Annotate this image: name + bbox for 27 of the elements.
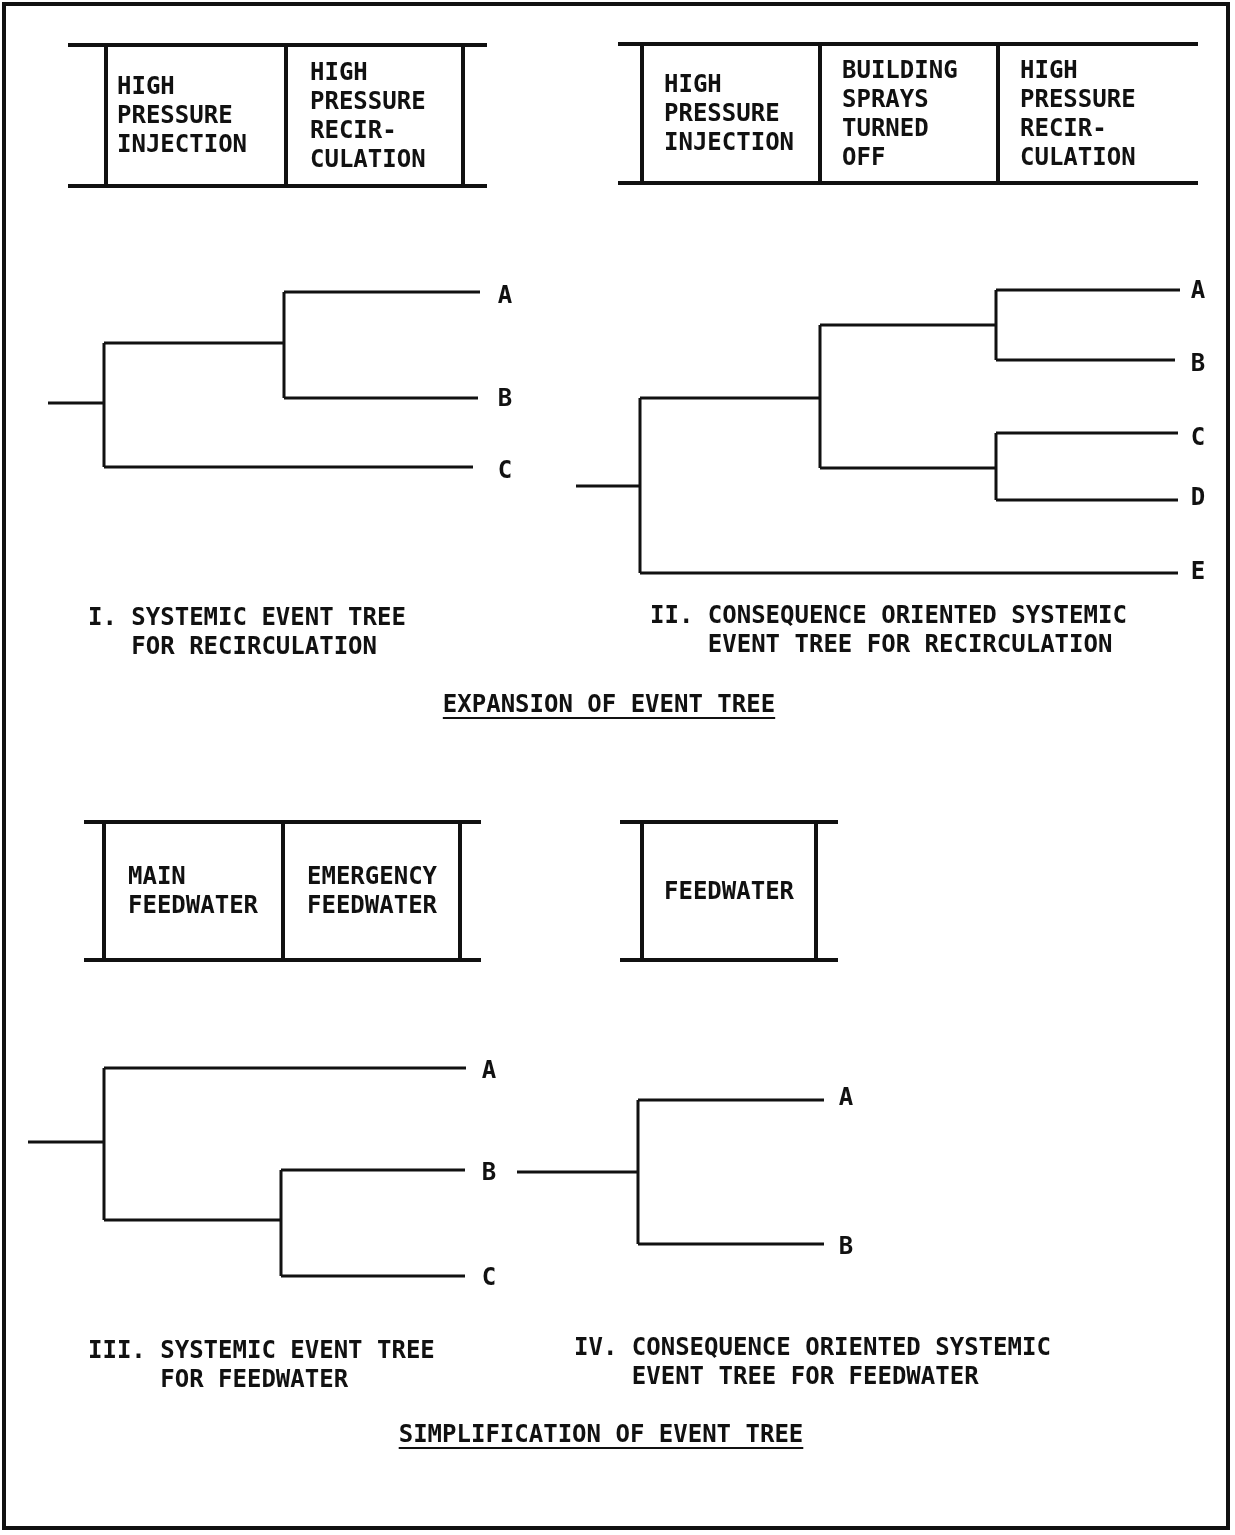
outcome-letter: A	[481, 1055, 497, 1085]
section-heading: EXPANSION OF EVENT TREE	[442, 690, 776, 719]
outcome-letter: A	[497, 280, 513, 310]
column-heading: HIGH PRESSURE INJECTION	[104, 47, 284, 184]
outcome-letter: E	[1190, 556, 1206, 586]
outcome-letter: C	[497, 455, 513, 485]
outcome-letter: B	[1190, 348, 1206, 378]
tree-caption: II. CONSEQUENCE ORIENTED SYSTEMIC EVENT TREE FOR RECIRCULATION	[650, 601, 1128, 659]
column-heading: FEEDWATER	[640, 824, 818, 958]
outcome-letter: B	[838, 1231, 854, 1261]
outcome-letter: A	[1190, 275, 1206, 305]
section-heading: SIMPLIFICATION OF EVENT TREE	[398, 1420, 804, 1449]
tree-caption: IV. CONSEQUENCE ORIENTED SYSTEMIC EVENT TREE FOR FEEDWATER	[574, 1333, 1052, 1391]
outcome-letter: A	[838, 1082, 854, 1112]
tree-caption: III. SYSTEMIC EVENT TREE FOR FEEDWATER	[88, 1336, 436, 1394]
tree-caption: I. SYSTEMIC EVENT TREE FOR RECIRCULATION	[88, 603, 407, 661]
column-heading: MAIN FEEDWATER	[102, 824, 281, 958]
column-heading: BUILDING SPRAYS TURNED OFF	[818, 46, 996, 181]
column-heading: HIGH PRESSURE INJECTION	[640, 46, 818, 181]
outcome-letter: C	[481, 1262, 497, 1292]
column-heading: EMERGENCY FEEDWATER	[281, 824, 462, 958]
column-heading: HIGH PRESSURE RECIR- CULATION	[284, 47, 465, 184]
outcome-letter: B	[497, 383, 513, 413]
outcome-letter: B	[481, 1157, 497, 1187]
outcome-letter: C	[1190, 422, 1206, 452]
column-heading: HIGH PRESSURE RECIR- CULATION	[996, 46, 1176, 181]
outcome-letter: D	[1190, 482, 1206, 512]
